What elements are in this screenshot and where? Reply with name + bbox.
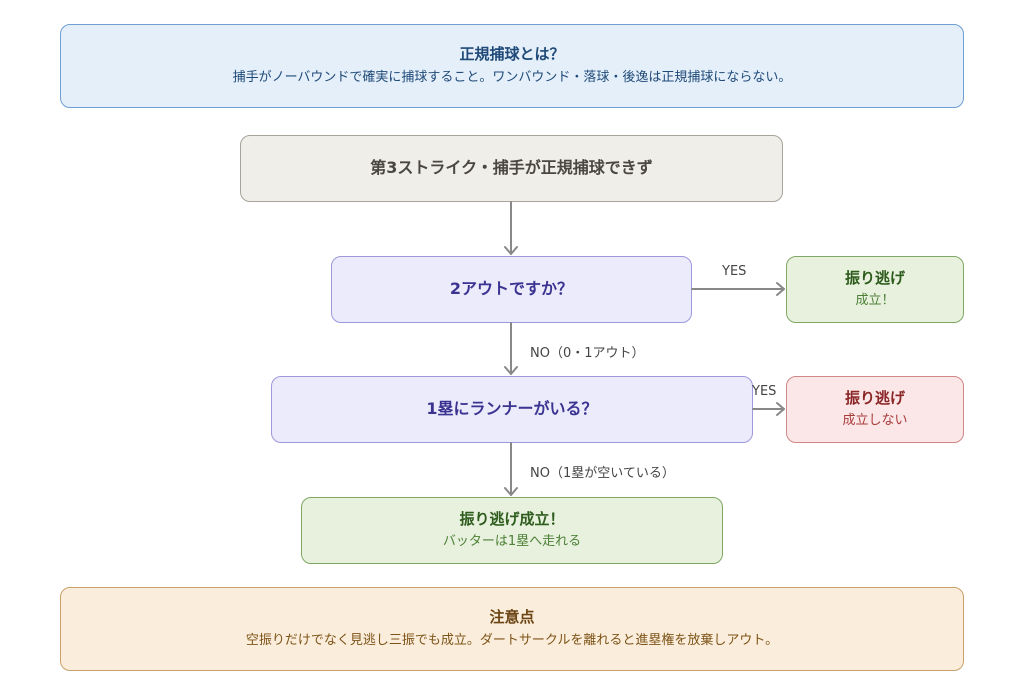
arrow-start-to-q1: [504, 201, 518, 255]
arrow-q1-no: [504, 322, 518, 375]
yes1-result-title: 振り逃げ: [844, 269, 905, 288]
end-result-subtitle: バッターは1塁へ走れる: [442, 533, 582, 549]
yes1-result-subtitle: 成立！: [855, 292, 895, 308]
flow-node-result-success-two-outs: 振り逃げ 成立！: [786, 256, 964, 323]
arrow-q2-no: [504, 442, 518, 496]
edge-label-no-1: NO（0・1アウト）: [530, 346, 645, 361]
yes2-result-title: 振り逃げ: [844, 389, 905, 408]
question2-label: 1塁にランナーがいる？: [426, 399, 598, 419]
info-box-text: 捕手がノーバウンドで確実に捕球すること。ワンバウンド・落球・後逸は正規捕球になら…: [232, 70, 792, 86]
note-box-text: 空振りだけでなく見逃し三振でも成立。ダートサークルを離れると進塁権を放棄しアウト…: [245, 633, 779, 649]
edge-label-yes-2: YES: [752, 384, 777, 399]
start-node-label: 第3ストライク・捕手が正規捕球できず: [370, 158, 653, 178]
flow-node-start: 第3ストライク・捕手が正規捕球できず: [240, 135, 783, 202]
flow-node-result-failure: 振り逃げ 成立しない: [786, 376, 964, 443]
end-result-title: 振り逃げ成立！: [459, 510, 565, 529]
arrow-q1-yes: [691, 282, 785, 296]
info-box-title: 正規捕球とは？: [459, 44, 565, 63]
note-box-title: 注意点: [489, 607, 535, 626]
flow-node-question-runner-on-first: 1塁にランナーがいる？: [271, 376, 753, 443]
note-box-caution: 注意点 空振りだけでなく見逃し三振でも成立。ダートサークルを離れると進塁権を放棄…: [60, 587, 964, 671]
info-box-legal-catch: 正規捕球とは？ 捕手がノーバウンドで確実に捕球すること。ワンバウンド・落球・後逸…: [60, 24, 964, 108]
flow-node-result-success-final: 振り逃げ成立！ バッターは1塁へ走れる: [301, 497, 723, 564]
arrow-q2-yes: [752, 402, 785, 416]
edge-label-yes-1: YES: [722, 264, 747, 279]
edge-label-no-2: NO（1塁が空いている）: [530, 466, 675, 481]
yes2-result-subtitle: 成立しない: [842, 412, 908, 428]
question1-label: 2アウトですか？: [449, 279, 574, 299]
